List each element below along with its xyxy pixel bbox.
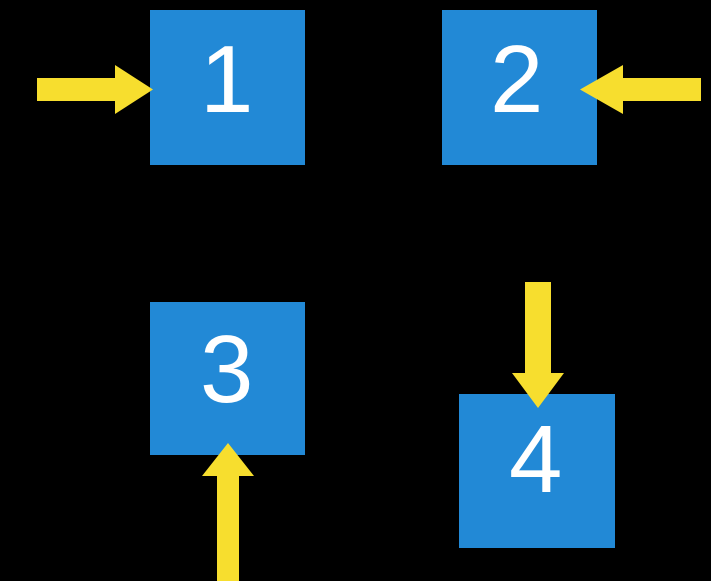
arrow-up-icon: [202, 443, 254, 581]
arrow-down-icon: [512, 282, 564, 408]
node-label-3: 3: [200, 316, 254, 423]
node-label-2: 2: [490, 26, 544, 133]
arrow-up-into-node-3: [202, 443, 254, 581]
node-box-4[interactable]: [459, 394, 615, 548]
node-label-4: 4: [509, 406, 563, 513]
node-box-1[interactable]: [150, 10, 305, 165]
node-label-1: 1: [200, 26, 254, 133]
arrow-right-into-node-1: [37, 65, 153, 114]
node-box-3[interactable]: [150, 302, 305, 455]
arrow-down-into-node-4: [512, 282, 564, 408]
arrow-left-into-node-2: [580, 65, 701, 114]
arrow-right-icon: [37, 65, 153, 114]
node-box-2[interactable]: [442, 10, 597, 165]
arrow-left-icon: [580, 65, 701, 114]
